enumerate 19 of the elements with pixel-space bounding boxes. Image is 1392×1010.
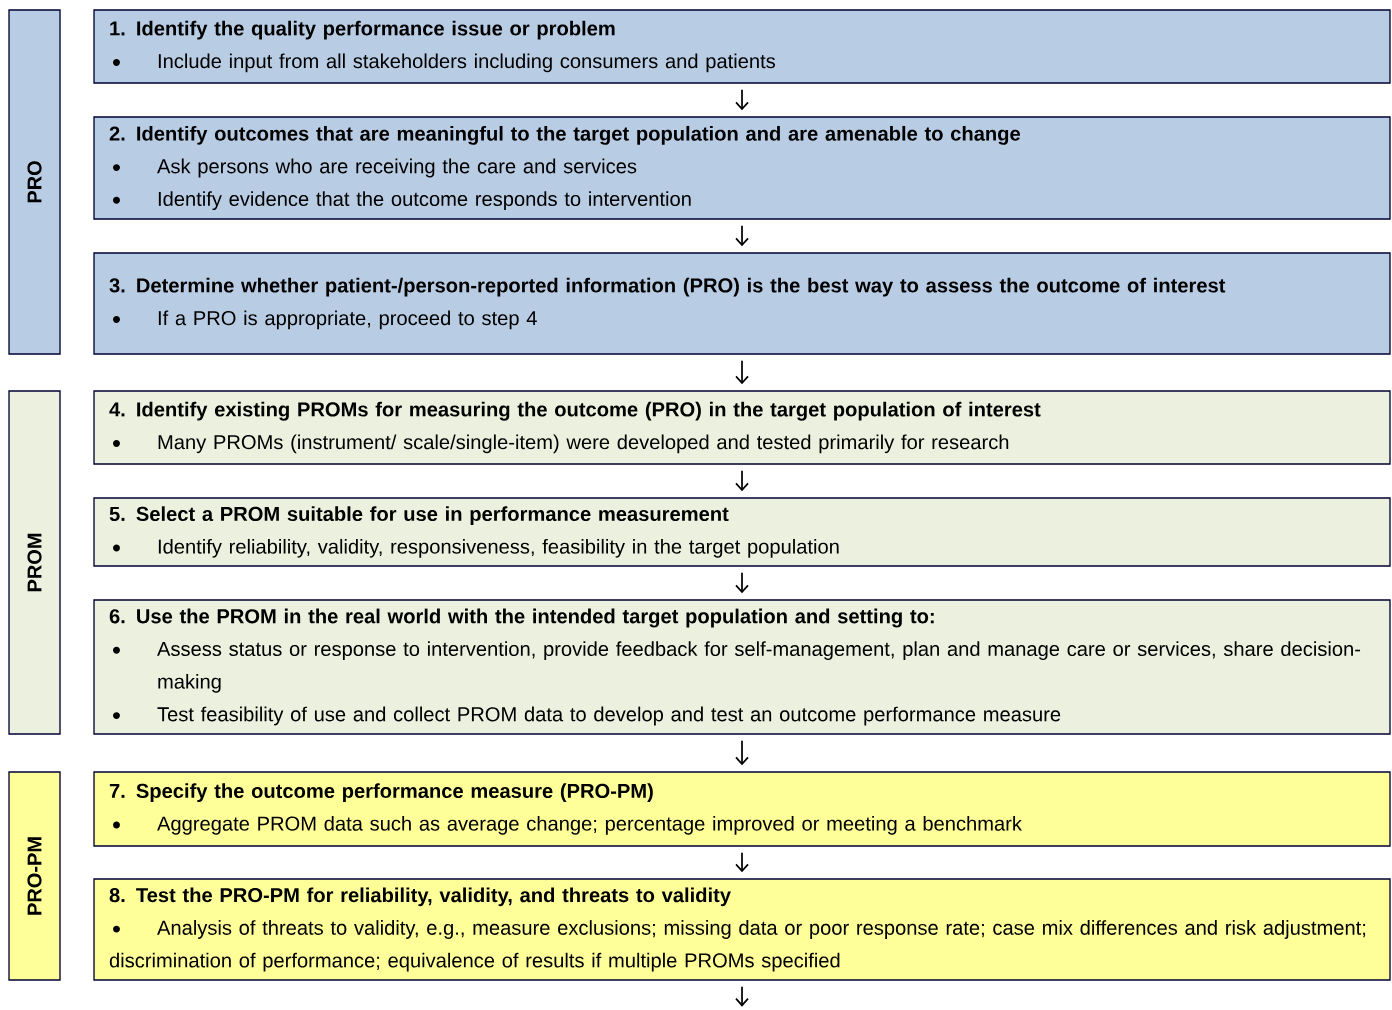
step-box: 2. Identify outcomes that are meaningful to the target population and are amenable to change Ask persons who are receiving the care and services Identify evidence that the outcome responds to intervention — [93, 116, 1391, 220]
step-box: 1. Identify the quality performance issue or problem Include input from all stakeholders including consumers and patients — [93, 9, 1391, 84]
arrow — [735, 469, 749, 492]
section-band: PRO — [8, 9, 61, 355]
step-box: 5. Select a PROM suitable for use in performance measurement Identify reliability, validity, responsiveness, feasibility in the target population — [93, 497, 1391, 567]
arrow — [735, 739, 749, 766]
arrow — [735, 88, 749, 111]
section-band: PROM — [8, 390, 61, 735]
step-box: 7. Specify the outcome performance measure (PRO-PM) Aggregate PROM data such as average change; percentage improved or meeting a benchmark — [93, 771, 1391, 847]
arrow — [735, 985, 749, 1007]
arrow — [735, 571, 749, 594]
step-box: 8. Test the PRO-PM for reliability, validity, and threats to validity Analysis of threats to validity, e.g., measure exclusions; missing data or poor response rate; case mix differences and risk adjustment; discrimination of performance; equivalence of results if multiple PROMs specified — [93, 878, 1391, 981]
arrow — [735, 359, 749, 385]
step-box: 6. Use the PROM in the real world with the intended target population and setting to: Assess status or response to intervention, provide feedback for self-management, plan and manage care or services, share decision-making Test feasibility of use and collect PROM data to develop and test an outcome performance measure — [93, 599, 1391, 735]
step-box: 4. Identify existing PROMs for measuring the outcome (PRO) in the target population of interest Many PROMs (instrument/ scale/single-item) were developed and tested primarily for research — [93, 390, 1391, 465]
step-box: 3. Determine whether patient-/person-reported information (PRO) is the best way to assess the outcome of interest If a PRO is appropriate, proceed to step 4 — [93, 252, 1391, 355]
arrow — [735, 224, 749, 247]
section-band: PRO-PM — [8, 771, 61, 981]
arrow — [735, 851, 749, 873]
